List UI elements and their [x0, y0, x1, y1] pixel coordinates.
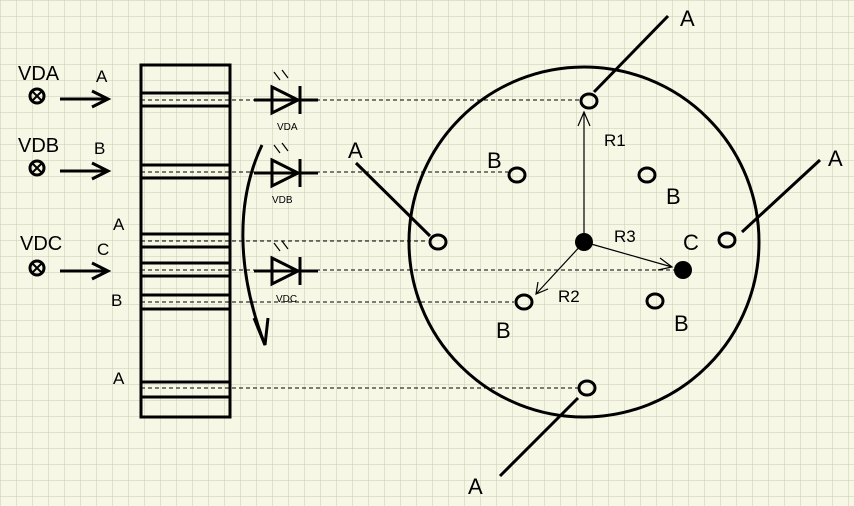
sensor-vdc-label: VDC: [20, 233, 62, 255]
hole-a-top: [579, 92, 599, 110]
radius-r3-label: R3: [614, 227, 636, 246]
led-vdc-triangle: [270, 255, 302, 287]
sensor-vda-icon: [28, 87, 46, 105]
led-vda-triangle: [270, 84, 302, 116]
sensor-vda-label: VDA: [18, 63, 60, 85]
hole-b-lower-right: [645, 292, 665, 310]
sensor-vdc-arrow: [60, 261, 112, 281]
led-vda-light-icon: [273, 69, 289, 81]
led-vdc-label: VDC: [276, 294, 297, 305]
rotation-arrowhead: [252, 317, 270, 346]
sensor-vda: VDA A: [18, 63, 112, 109]
hole-b-lower-right-label: B: [674, 311, 689, 336]
strip-label-a-upper: A: [113, 215, 125, 234]
led-vdc: VDC: [254, 240, 318, 305]
radius-r1-label: R1: [604, 131, 626, 150]
radius-r1-arrow: [577, 110, 591, 242]
hole-b-lower-left: [514, 293, 534, 311]
spoke-top-label: A: [680, 6, 695, 31]
hole-b-upper-left: [507, 166, 527, 184]
sensor-vda-arrow-label: A: [96, 67, 108, 86]
hole-c-label: C: [683, 230, 699, 255]
sensor-vdc-icon: [28, 259, 46, 277]
strip-slot-a-bottom: [141, 380, 230, 399]
spoke-left-label: A: [348, 138, 363, 163]
sensor-vda-cross: [31, 90, 43, 102]
hole-b-upper-right: [637, 166, 657, 184]
strip-slot-vda: [141, 91, 230, 108]
sensor-vdc-arrow-label: C: [97, 240, 109, 259]
hole-a-bottom: [577, 379, 597, 397]
sensor-vdb-arrow: [60, 161, 112, 181]
sensor-vdb-icon: [28, 159, 46, 177]
hole-b-upper-right-label: B: [666, 184, 681, 209]
hole-a-right: [717, 231, 737, 249]
led-vda: VDA: [254, 69, 318, 133]
radius-r2-arrow: [535, 241, 585, 295]
hole-b-lower-left-label: B: [496, 318, 511, 343]
projection-lines: [141, 99, 675, 389]
rotation-arrow: [241, 144, 267, 346]
spoke-right-label: A: [828, 146, 843, 171]
hole-b-upper-left-label: B: [487, 148, 502, 173]
radius-r2-label: R2: [558, 287, 580, 306]
sensor-vdb: VDB B: [18, 135, 112, 181]
strip-slot-vdb: [141, 163, 230, 180]
sensor-vdc-cross: [31, 262, 43, 274]
spoke-top: [592, 14, 670, 94]
strip-slot-a: [141, 232, 230, 249]
strip-slot-vdc: [141, 261, 230, 278]
strip-slot-b: [141, 293, 230, 311]
radius-r3-arrow: [583, 241, 674, 271]
sensor-vda-arrow: [60, 89, 112, 109]
led-vdb: VDB: [254, 142, 318, 206]
spoke-right: [740, 158, 822, 234]
sensor-vdb-label: VDB: [18, 135, 59, 157]
disc-outline: [407, 65, 761, 419]
led-vdb-triangle: [270, 157, 302, 189]
hole-a-left: [428, 233, 448, 251]
strip-label-b-lower: B: [111, 291, 122, 310]
sensor-vdc: VDC C: [20, 233, 112, 281]
led-vda-label: VDA: [277, 122, 298, 133]
sensor-vdb-cross: [31, 162, 43, 174]
spoke-left: [354, 161, 432, 238]
spoke-bottom-label: A: [468, 474, 483, 499]
led-vdc-light-icon: [273, 240, 289, 252]
sensor-vdb-arrow-label: B: [94, 139, 105, 158]
hole-c: [674, 261, 692, 279]
led-vdb-light-icon: [273, 142, 289, 154]
spoke-bottom: [498, 396, 580, 478]
code-disc: A A A A B B B B C R1 R2 R3: [348, 6, 843, 499]
led-vdb-label: VDB: [272, 195, 293, 206]
strip-label-a-bottom: A: [113, 369, 125, 388]
